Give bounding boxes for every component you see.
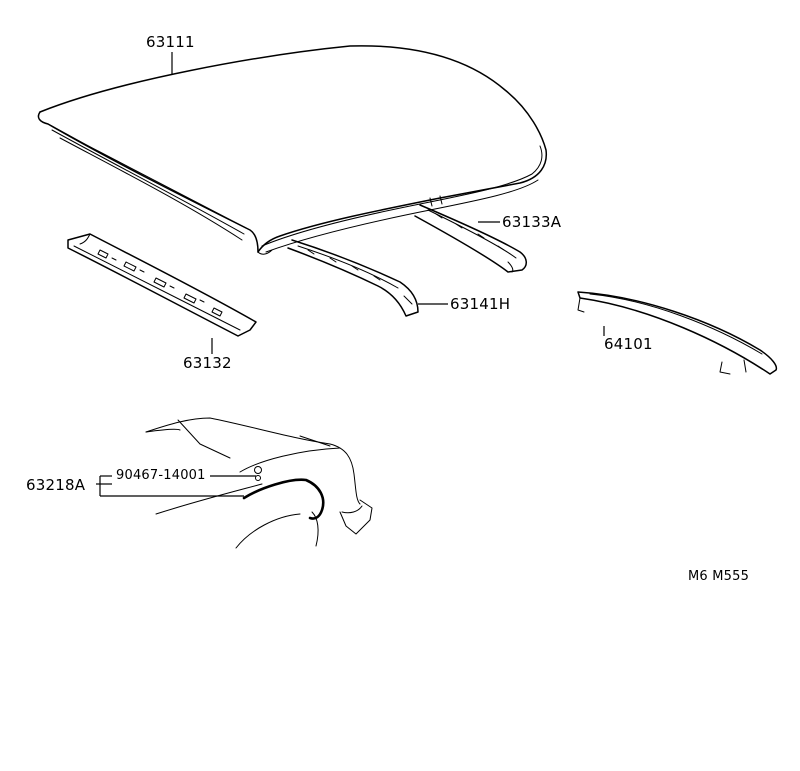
label-windshield-header: 64101 bbox=[604, 335, 653, 353]
car-body-drawing bbox=[145, 417, 373, 549]
label-roof-bow-center: 63141H bbox=[450, 295, 511, 313]
label-roof-bow-rear: 63133A bbox=[502, 213, 562, 231]
roof-panel-drawing bbox=[37, 45, 548, 255]
leader-lines bbox=[96, 52, 605, 497]
windshield-header-drawing bbox=[577, 291, 778, 375]
diagram-code: M6 M555 bbox=[688, 569, 750, 584]
label-wheel-arch-moulding: 63218A bbox=[26, 476, 86, 494]
roof-rail-front-drawing bbox=[67, 233, 257, 337]
roof-bow-rear-drawing bbox=[414, 204, 527, 273]
label-roof-panel: 63111 bbox=[146, 33, 195, 51]
label-roof-rail-front: 63132 bbox=[183, 354, 232, 372]
label-clip: 90467-14001 bbox=[116, 468, 206, 483]
roof-bow-center-drawing bbox=[287, 239, 419, 317]
